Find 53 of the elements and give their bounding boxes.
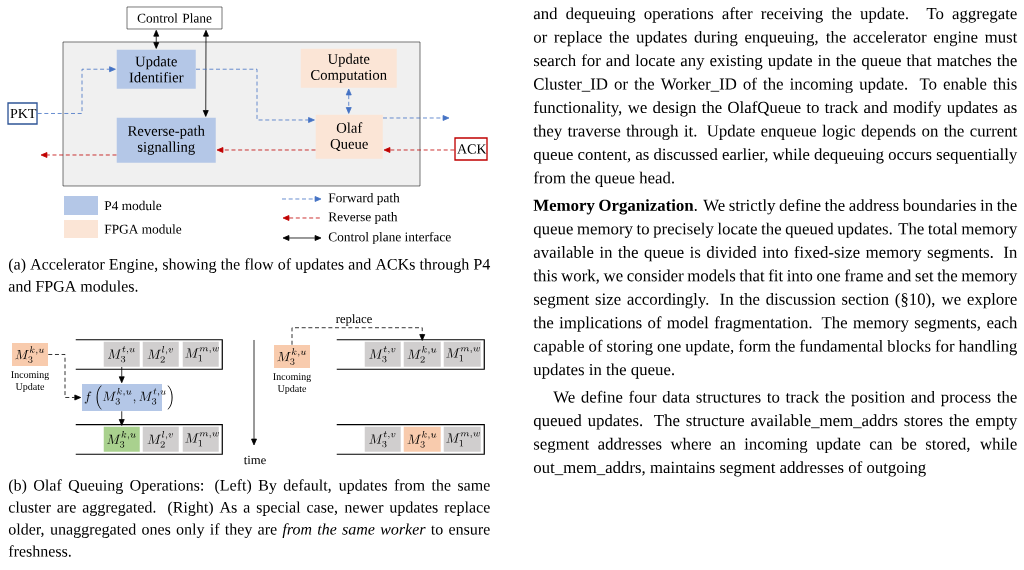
update-box: $M_3^{k,u}$ <box>274 345 310 368</box>
queue-cell: $M_3^{t,v}$ <box>364 341 401 367</box>
module-box: Olaf Queue <box>315 114 383 159</box>
arrow <box>216 147 316 153</box>
arrow <box>291 327 426 346</box>
node-caption: Incoming Update <box>11 371 49 392</box>
body-paragraph: and dequeuing operations after receiving the update. To aggregate or replace the updates during enqueuing, the accelerator engine must search for and locate any existing update in the queue that matches the Cluster_ID or the Worker_ID of the incoming update. To enable this functionality, we design the OlafQueue to track and modify updates as they traverse through it. Update enqueue logic depends on the current queue content, as discussed earlier, while dequeuing occurs sequentially from the queue head. <box>533 7 1018 187</box>
arrow <box>47 354 82 401</box>
module-box: Reverse-path signalling <box>116 117 216 163</box>
arrow <box>202 29 209 117</box>
input-box: ACK <box>454 137 488 161</box>
arrow <box>383 147 455 153</box>
arrow <box>37 66 116 114</box>
figure-caption: (b) Olaf Queuing Operations: (Left) By default, updates from the same cluster are aggregated. (Right) As a special case, newer updates replace older, unaggregated ones only if they are from the same worker to ensure freshness. <box>8 479 490 557</box>
arrow <box>153 29 160 49</box>
module-box: Update Computation <box>300 48 397 88</box>
legend-label: P4 module <box>104 200 162 211</box>
arrow <box>345 88 352 114</box>
queue-cell: $M_1^{m,w}$ <box>182 341 220 367</box>
edge-label: replace <box>334 312 374 328</box>
arrow <box>195 68 315 123</box>
queue-cell: $M_2^{l,v}$ <box>142 426 179 452</box>
queue-row <box>336 424 485 455</box>
queue-cell: $M_2^{k,u}$ <box>403 341 441 367</box>
queue-row <box>75 339 223 370</box>
arrow <box>382 115 450 121</box>
module-box: Update Identifier <box>116 49 196 89</box>
body-paragraph: We define four data structures to track the position and process the queued updates. The structure available_mem_addrs stores the empty segment addresses where an incoming update can be stored, while out_mem_addrs, maintains segment addresses of outgoing <box>533 390 1018 477</box>
legend-label: Forward path <box>328 192 400 206</box>
queue-cell: $M_1^{m,w}$ <box>443 426 481 452</box>
figure-caption: (a) Accelerator Engine, showing the flow of updates and ACKs through P4 and FPGA modules. <box>8 258 491 292</box>
queue-row <box>336 339 485 370</box>
function-box: $f\left(M_3^{k,u}, M_3^{t,u}\right)$ <box>82 384 173 411</box>
input-box: PKT <box>7 102 38 125</box>
queue-cell: $M_3^{t,v}$ <box>364 426 401 452</box>
axis-label: time <box>243 455 266 465</box>
body-paragraph: Memory Organization. We strictly define the address boundaries in the queue memory to precisely locate the queued updates. The total memory available in the queue is divided into fixed-size memory segments. In this work, we consider models that fit into one frame and set the memory segment size accordingly. In the discussion section (§10), we explore the implications of model fragmentation. The memory segments, each capable of storing one update, form the fundamental blocks for handling updates in the queue. <box>533 199 1018 379</box>
update-box: $M_3^{k,u}$ <box>403 426 441 452</box>
queue-row <box>75 424 223 455</box>
arrow <box>40 152 117 158</box>
legend-label: FPGA module <box>104 224 182 234</box>
arrow <box>118 410 125 426</box>
legend-label: Control plane interface <box>328 231 451 245</box>
queue-cell: $M_3^{k,u}$ <box>103 426 140 452</box>
update-box: $M_3^{k,u}$ <box>12 343 48 366</box>
legend-label: Reverse path <box>328 211 398 225</box>
queue-cell: $M_1^{m,w}$ <box>443 341 481 367</box>
queue-cell: $M_1^{m,w}$ <box>182 426 220 452</box>
control-plane-box: Control Plane <box>126 6 223 30</box>
queue-cell: $M_3^{t,u}$ <box>103 341 140 367</box>
arrow <box>118 366 125 384</box>
queue-cell: $M_2^{l,v}$ <box>142 341 179 367</box>
node-caption: Incoming Update <box>273 373 311 394</box>
